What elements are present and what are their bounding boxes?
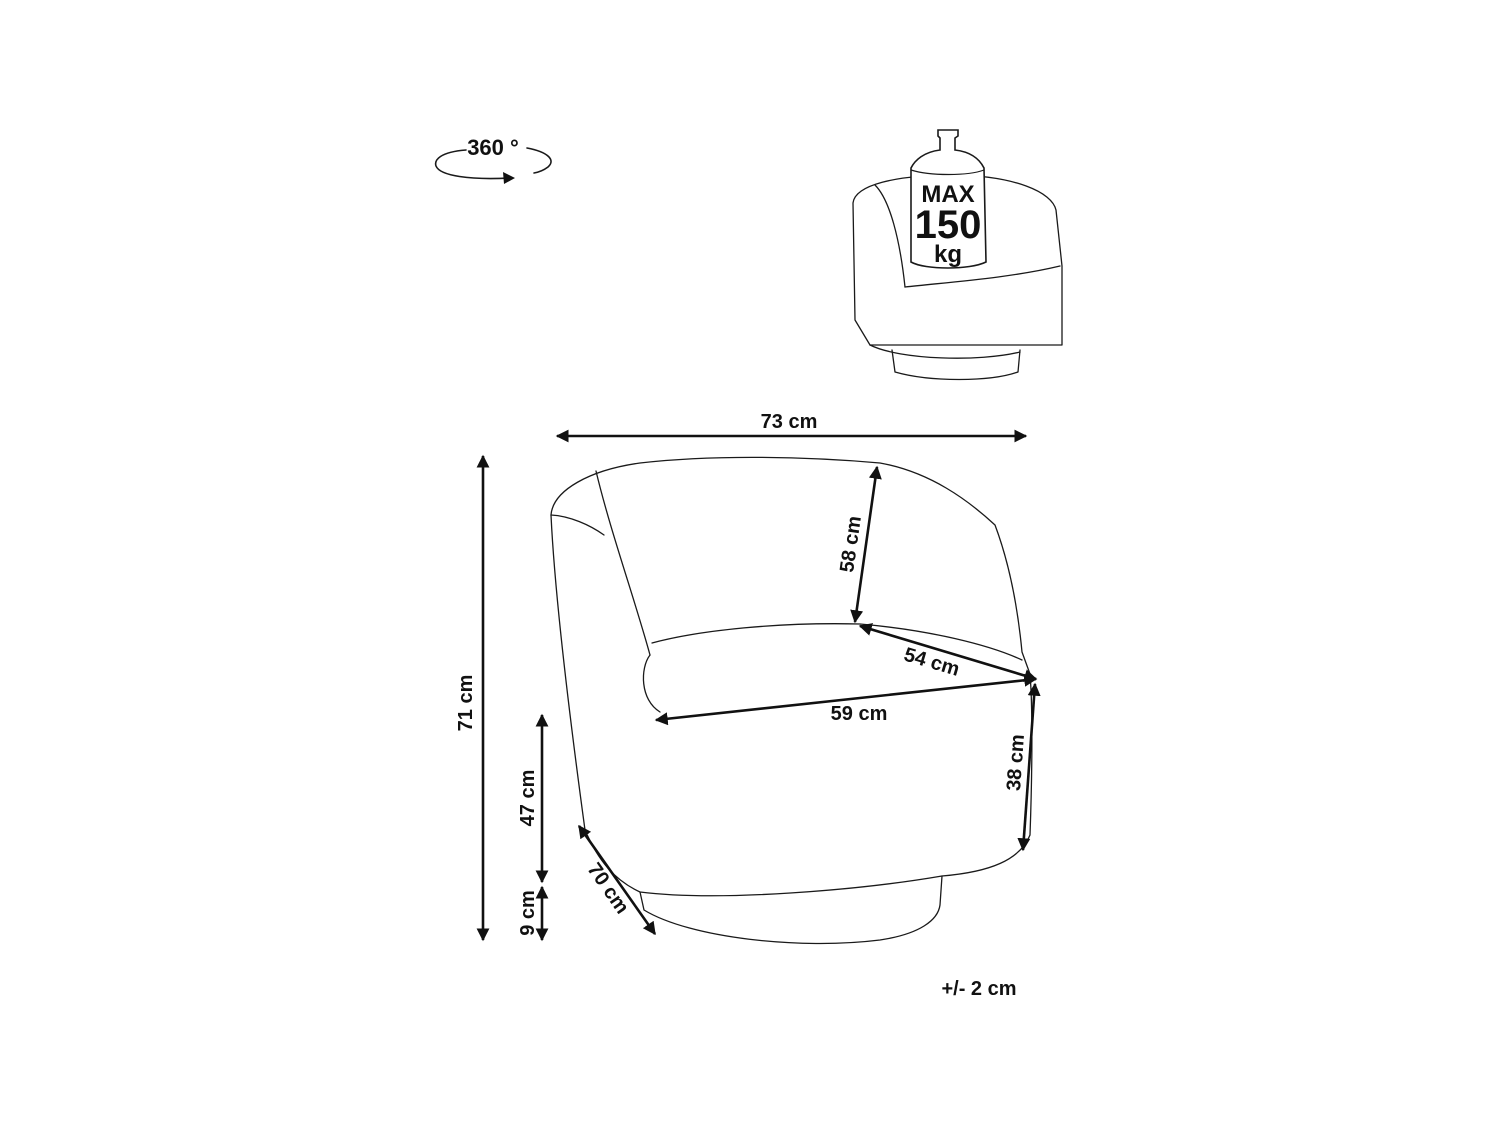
rotation-360-icon: 360 ° — [434, 135, 552, 184]
base-height-label: 9 cm — [517, 890, 539, 936]
seat-height-label: 47 cm — [517, 770, 539, 827]
weight-bottle-icon: MAX 150 kg — [910, 129, 987, 269]
armrest-height-label: 38 cm — [1003, 734, 1029, 792]
seat-width-label: 59 cm — [831, 703, 888, 725]
tolerance-note: +/- 2 cm — [941, 978, 1016, 1000]
depth-label: 70 cm — [583, 859, 634, 918]
weight-unit: kg — [934, 241, 962, 268]
width-label: 73 cm — [761, 411, 818, 433]
dimension-lines — [476, 429, 1041, 942]
rotation-label: 360 ° — [467, 135, 519, 160]
main-chair-illustration — [550, 456, 1033, 945]
backrest-height-label: 58 cm — [836, 515, 866, 574]
height-label: 71 cm — [455, 675, 477, 732]
max-weight-value: 150 — [915, 203, 982, 247]
seat-depth-label: 54 cm — [901, 644, 962, 681]
max-label: MAX — [921, 181, 974, 208]
